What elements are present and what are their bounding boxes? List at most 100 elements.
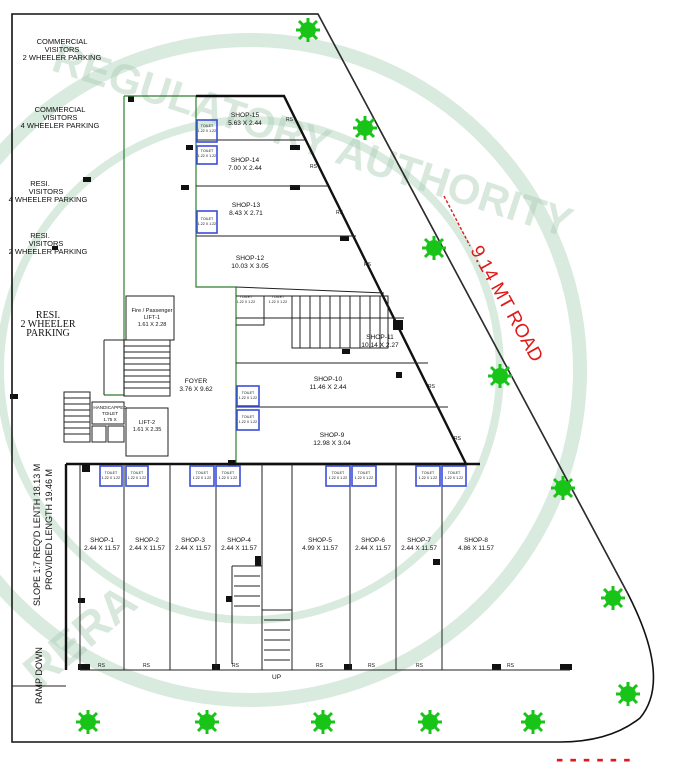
shop-size: 4.86 X 11.57 <box>458 545 494 552</box>
shop-name: SHOP-7 <box>407 537 431 544</box>
lifts <box>125 295 175 457</box>
rs-label: RS <box>98 663 106 669</box>
toilet-label: TOILET <box>358 471 371 475</box>
shop-size: 10.14 X 2.27 <box>361 342 399 349</box>
lift2-line2: 1.61 X 2.35 <box>133 427 162 433</box>
rs-label: RS <box>507 663 515 669</box>
resi-2wv-line1: RESI. <box>30 231 50 240</box>
toilet-label: TOILET <box>131 471 144 475</box>
shop-name: SHOP-14 <box>231 157 260 164</box>
tree-icon <box>521 710 545 734</box>
commercial-4w-line3: 4 WHEELER PARKING <box>21 121 100 130</box>
toilet-size: 1.22 X 1.22 <box>102 476 120 480</box>
shop-name: SHOP-4 <box>227 537 251 544</box>
shop-name: SHOP-11 <box>366 334 394 341</box>
commercial-2w-line1: COMMERCIAL <box>37 37 88 46</box>
shop-size: 2.44 X 11.57 <box>175 545 211 552</box>
shop-name: SHOP-13 <box>232 202 261 209</box>
shop-size: 2.44 X 11.57 <box>221 545 257 552</box>
core-toilets <box>63 391 125 443</box>
shop-name: SHOP-15 <box>231 112 260 119</box>
toilet-size: 1.22 X 1.22 <box>219 476 237 480</box>
rs-label: RS <box>336 210 344 216</box>
toilet-label: TOILET <box>201 217 214 221</box>
toilet-label: TOILET <box>222 471 235 475</box>
ramp-slope-line2: PROVIDED LENGTH 19.46 M <box>44 469 54 590</box>
resi-2wv-line3: 2 WHEELER PARKING <box>9 247 88 256</box>
toilet-size: 1.22 X 1.22 <box>198 222 216 226</box>
toilet-size: 1.22 X 1.22 <box>419 476 437 480</box>
rs-label: RS <box>143 663 151 669</box>
shop-name: SHOP-12 <box>236 255 265 262</box>
resi-2w-parking: RESI. 2 WHEELER PARKING <box>20 310 75 339</box>
toilet-size: 1.22 X 1.22 <box>198 154 216 158</box>
shop-name: SHOP-10 <box>314 376 343 383</box>
core-stair <box>103 295 389 397</box>
toilet-size: 1.22 X 1.22 <box>193 476 211 480</box>
resi-2w-line1: RESI. <box>36 310 60 321</box>
road-label-bottom: - - - - - - <box>556 746 631 768</box>
toilet-size: 1.22 X 1.22 <box>198 129 216 133</box>
hc-toilet-line2: TOILET <box>102 411 118 416</box>
toilet-label: TOILET <box>201 124 214 128</box>
rs-label: RS <box>286 117 294 123</box>
watermark-text: REGULATORY AUTHORITY <box>47 34 578 246</box>
toilet-size: 1.22 X 1.22 <box>329 476 347 480</box>
shop-size: 2.44 X 11.57 <box>84 545 120 552</box>
toilet-label: TOILET <box>201 149 214 153</box>
toilet-size: 1.22 X 1.22 <box>128 476 146 480</box>
rs-label: RS <box>428 384 436 390</box>
toilet-label: TOILET <box>105 471 118 475</box>
core-labels: Fire / Passenger LIFT-1 1.61 X 2.28 LIFT… <box>93 308 172 433</box>
hc-toilet-line3: 1.75 X <box>103 417 116 422</box>
shop-name: SHOP-6 <box>361 537 385 544</box>
lift2-line1: LIFT-2 <box>139 420 155 426</box>
toilet-label: TOILET <box>242 391 255 395</box>
resi-2w-line3: PARKING <box>26 328 70 339</box>
toilet-label: TOILET <box>196 471 209 475</box>
ramp-labels: SLOPE 1:7 REQ'D LENTH 18.13 M PROVIDED L… <box>32 464 281 704</box>
toilet-size: 1.22 X 1.22 <box>237 300 255 304</box>
tree-icon <box>601 586 625 610</box>
shop-size: 5.63 X 2.44 <box>228 120 262 127</box>
toilet-label: TOILET <box>272 295 285 299</box>
toilet-label: TOILET <box>448 471 461 475</box>
toilet-size: 1.22 X 1.22 <box>445 476 463 480</box>
shop-size: 2.44 X 11.57 <box>355 545 391 552</box>
tree-icon <box>418 710 442 734</box>
upper-toilets <box>196 119 260 431</box>
shop-name: SHOP-1 <box>90 537 114 544</box>
shop-name: SHOP-8 <box>464 537 488 544</box>
road-label: 9.14 MT ROAD <box>466 242 547 365</box>
tree-icon <box>76 710 100 734</box>
shop-size: 2.44 X 11.57 <box>129 545 165 552</box>
shop-name: SHOP-2 <box>135 537 159 544</box>
shop-size: 11.46 X 2.44 <box>310 384 347 391</box>
toilet-size: 1.22 X 1.22 <box>239 420 257 424</box>
tree-icon <box>296 18 320 42</box>
shop-size: 8.43 X 2.71 <box>229 210 263 217</box>
shop-size: 12.98 X 3.04 <box>313 440 351 447</box>
shop-name: SHOP-5 <box>308 537 332 544</box>
site-boundary <box>11 13 655 743</box>
shop-size: 2.44 X 11.57 <box>401 545 437 552</box>
toilet-label: TOILET <box>332 471 345 475</box>
toilet-label: TOILET <box>422 471 435 475</box>
ramp-slope-line1: SLOPE 1:7 REQ'D LENTH 18.13 M <box>32 464 42 606</box>
tree-icon <box>488 364 512 388</box>
front-shop-walls <box>11 394 570 742</box>
tree-icon <box>195 710 219 734</box>
commercial-4w-line1: COMMERCIAL <box>35 105 86 114</box>
toilet-size: 1.22 X 1.22 <box>269 300 287 304</box>
commercial-2w-line2: VISITORS <box>45 45 80 54</box>
resi-2w-line2: 2 WHEELER <box>20 319 75 330</box>
rs-label: RS <box>454 436 462 442</box>
shop-size: 10.03 X 3.05 <box>231 263 269 270</box>
shop-size: 7.00 X 2.44 <box>228 165 262 172</box>
shop-size: 4.99 X 11.57 <box>302 545 338 552</box>
rs-label: RS <box>310 164 318 170</box>
tree-icon <box>353 116 377 140</box>
lift1-line3: 1.61 X 2.28 <box>138 322 167 328</box>
